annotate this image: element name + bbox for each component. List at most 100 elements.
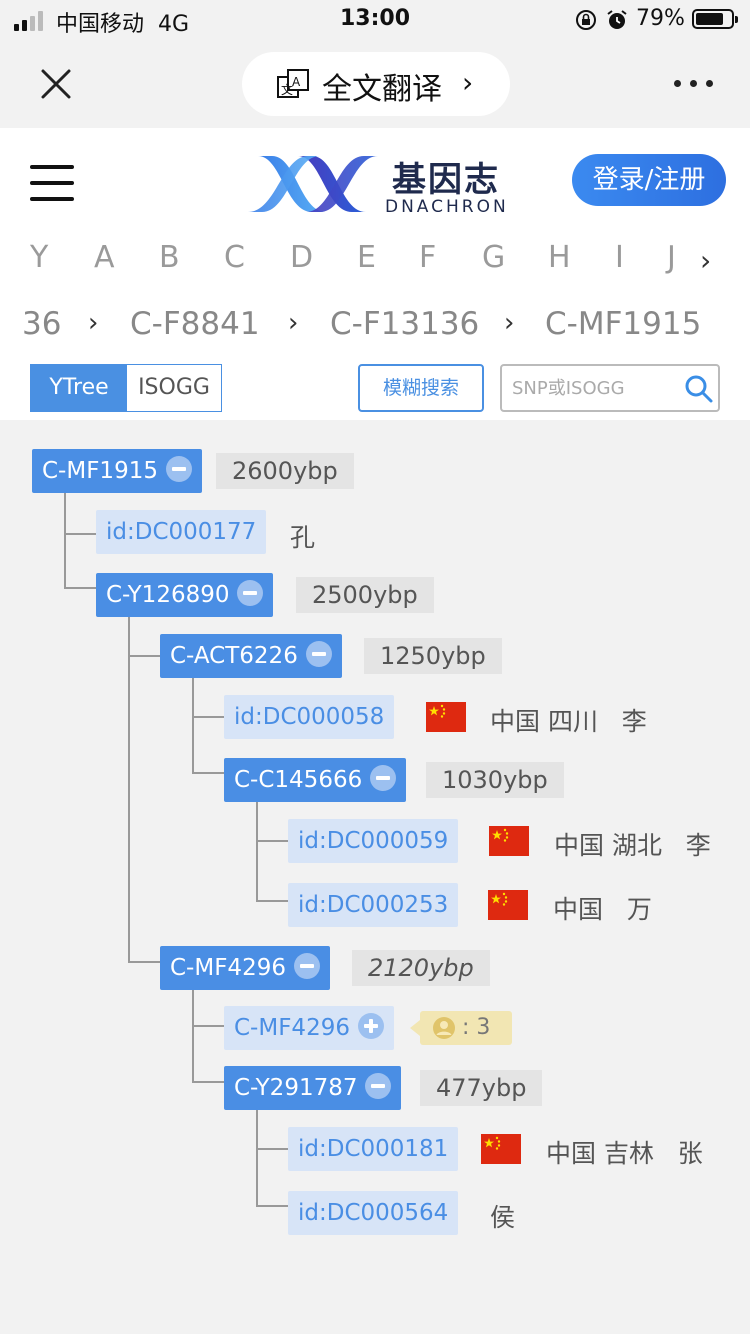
age-badge: 1030ybp (426, 762, 564, 798)
tab-isogg[interactable]: ISOGG (127, 365, 221, 411)
node-label: C-MF1915 (42, 458, 158, 484)
node-label: C-Y126890 (106, 582, 230, 608)
china-flag-icon (488, 890, 528, 920)
collapse-icon[interactable] (293, 952, 320, 979)
tree-connector (192, 772, 224, 774)
tree-connector (64, 533, 96, 535)
tree-connector (256, 1148, 288, 1150)
chevron-right-icon[interactable]: › (700, 244, 712, 277)
age-badge: 2120ybp (352, 950, 490, 986)
sample-node[interactable]: id:DC000177 (96, 510, 267, 554)
tree-connector (128, 617, 130, 962)
rotation-lock-icon (576, 10, 596, 30)
letter-tab[interactable]: J (667, 240, 676, 275)
node-label: C-C145666 (234, 767, 363, 793)
sample-node[interactable]: id:DC000564 (288, 1191, 459, 1235)
age-badge: 2600ybp (216, 453, 354, 489)
collapse-icon[interactable] (370, 764, 397, 791)
search-box (500, 364, 720, 412)
age-badge: 477ybp (420, 1070, 543, 1106)
sample-info: 中国 吉林 张 (546, 1139, 703, 1168)
sample-node[interactable]: id:DC000058 (224, 695, 395, 739)
dnachron-logo[interactable] (246, 152, 386, 216)
sample-node[interactable]: id:DC000253 (288, 883, 459, 927)
tree-connector (256, 900, 288, 902)
letter-tab[interactable]: H (548, 240, 571, 275)
china-flag-icon (426, 702, 466, 732)
breadcrumb-item[interactable]: C-MF1915 (545, 306, 702, 342)
haplogroup-node[interactable]: C-MF4296 (160, 946, 330, 990)
letter-tab[interactable]: C (224, 240, 245, 275)
haplogroup-node[interactable]: C-C145666 (224, 758, 407, 802)
chevron-right-icon: › (88, 308, 99, 338)
haplogroup-node[interactable]: C-Y291787 (224, 1066, 402, 1110)
collapse-icon[interactable] (305, 640, 332, 667)
sample-info: 侯 (490, 1203, 516, 1232)
breadcrumb-item[interactable]: C-F13136 (330, 306, 480, 342)
svg-text:A: A (292, 75, 301, 89)
collapse-icon[interactable] (165, 455, 192, 482)
letter-tab[interactable]: F (419, 240, 437, 275)
haplogroup-tree (0, 420, 750, 1334)
tree-connector (192, 1081, 224, 1083)
haplogroup-node[interactable]: C-Y126890 (96, 573, 274, 617)
age-badge: 1250ybp (364, 638, 502, 674)
tab-ytree[interactable]: YTree (31, 365, 127, 411)
haplogroup-node[interactable]: C-MF1915 (32, 449, 202, 493)
sample-node[interactable]: id:DC000181 (288, 1127, 459, 1171)
person-icon (433, 1017, 455, 1039)
letter-tab[interactable]: E (357, 240, 376, 275)
letter-tab[interactable]: D (290, 240, 314, 275)
fuzzy-search-button[interactable]: 模糊搜索 (358, 364, 484, 412)
node-label: C-MF4296 (170, 955, 286, 981)
node-label: C-MF4296 (234, 1015, 350, 1041)
collapse-icon[interactable] (237, 579, 264, 606)
sample-info: 中国 湖北 李 (554, 831, 711, 860)
menu-icon[interactable] (30, 165, 74, 201)
breadcrumb: 36 › C-F8841 › C-F13136 › C-MF1915 (0, 306, 750, 350)
tree-connector (256, 1205, 288, 1207)
letter-tab[interactable]: B (159, 240, 180, 275)
more-icon[interactable] (672, 74, 716, 94)
expand-icon[interactable] (357, 1012, 384, 1039)
sample-info: 中国 四川 李 (490, 707, 647, 736)
letter-tab[interactable]: A (94, 240, 115, 275)
haplogroup-node[interactable]: C-ACT6226 (160, 634, 342, 678)
tree-connector (64, 587, 96, 589)
tree-connector (128, 961, 160, 963)
collapse-icon[interactable] (365, 1072, 392, 1099)
sample-node[interactable]: id:DC000059 (288, 819, 459, 863)
china-flag-icon (481, 1134, 521, 1164)
tree-connector (256, 840, 288, 842)
letter-tab[interactable]: Y (30, 240, 49, 275)
logo-subtitle: DNACHRON (385, 197, 509, 217)
signal-icon (14, 11, 48, 31)
login-button[interactable]: 登录/注册 (572, 154, 726, 206)
clock: 13:00 (339, 6, 411, 31)
letter-tab[interactable]: I (615, 240, 624, 275)
status-bar: 中国移动 4G 13:00 79% (0, 0, 750, 40)
tree-connector (64, 493, 66, 588)
close-icon[interactable] (38, 66, 74, 102)
chevron-right-icon: › (288, 308, 299, 338)
sample-info: 孔 (290, 523, 316, 552)
sample-count: : 3 (462, 1015, 491, 1040)
search-input[interactable] (512, 372, 672, 404)
svg-text:文: 文 (281, 82, 293, 97)
translate-icon: A文 (277, 69, 309, 98)
letter-tab[interactable]: G (482, 240, 506, 275)
carrier-label: 中国移动 4G (56, 12, 190, 37)
alarm-icon (607, 10, 627, 29)
battery-icon (692, 9, 738, 29)
haplogroup-node-collapsed[interactable]: C-MF4296 (224, 1006, 394, 1050)
search-icon[interactable] (684, 374, 714, 404)
node-label: C-ACT6226 (170, 643, 298, 669)
tree-connector (128, 655, 160, 657)
sample-count-badge: : 3 (410, 1011, 512, 1045)
tree-connector (192, 678, 194, 773)
letter-index: Y A B C D E F G H I J (0, 240, 750, 284)
age-badge: 2500ybp (296, 577, 434, 613)
breadcrumb-item[interactable]: 36 (22, 306, 62, 342)
sample-info: 中国 万 (553, 895, 652, 924)
breadcrumb-item[interactable]: C-F8841 (130, 306, 260, 342)
